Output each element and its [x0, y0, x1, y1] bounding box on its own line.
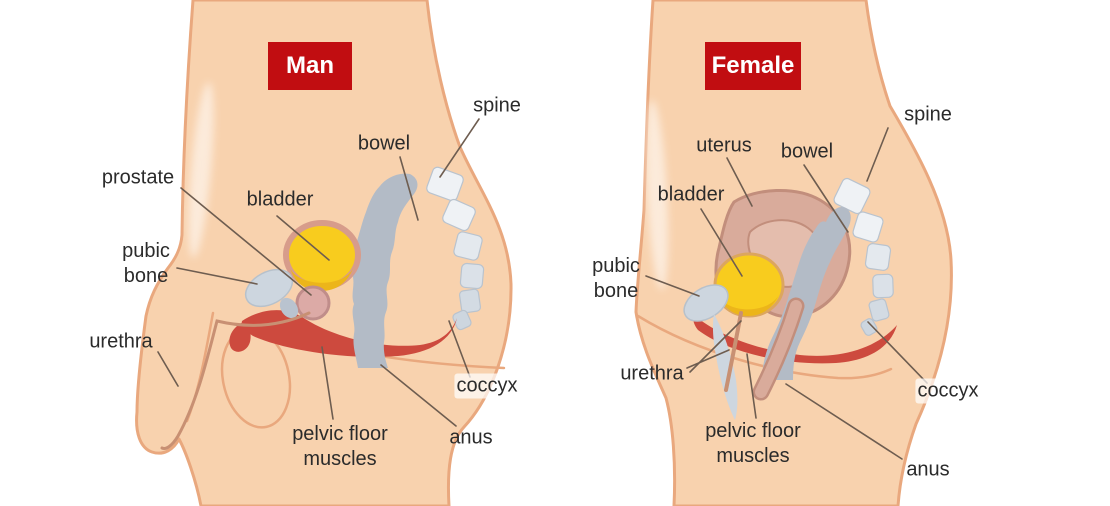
man-title-badge: Man — [268, 42, 352, 90]
man-prostate-shape — [295, 285, 331, 321]
female-hip-crease — [636, 314, 893, 380]
label-female-coccyx: coccyx — [915, 378, 981, 404]
man-coccyx-leader — [448, 320, 471, 378]
female-urethra-leader-2 — [689, 320, 742, 373]
man-urethra-leader — [157, 351, 179, 387]
man-bladder-shade — [290, 266, 354, 291]
man-pubic-bone-tail — [279, 297, 299, 319]
label-man-coccyx: coccyx — [454, 373, 520, 399]
man-belly-highlight — [188, 82, 214, 258]
man-pubic-bone-shape — [244, 268, 294, 308]
label-man-bowel: bowel — [357, 132, 411, 155]
label-man-spine: spine — [473, 94, 521, 117]
leader-lines — [157, 118, 928, 460]
label-man-bladder: bladder — [246, 188, 314, 211]
man-urethra-shape — [160, 311, 311, 450]
female-uterus-leader — [726, 157, 753, 207]
female-belly-highlight — [645, 100, 669, 290]
label-man-prostate: prostate — [101, 166, 175, 189]
female-bowel-leader — [803, 164, 849, 233]
man-anus-leader — [380, 364, 457, 427]
female-bladder-shape — [713, 252, 785, 318]
female-vagina-shape — [755, 300, 802, 398]
man-urethra-bulb-shape — [229, 322, 251, 352]
man-bowel-shape — [352, 173, 418, 368]
label-man-urethra: urethra — [89, 330, 153, 353]
female-urethra-shape — [724, 311, 743, 392]
female-figure — [634, 0, 953, 506]
female-bladder-shade — [719, 295, 779, 316]
label-female-uterus: uterus — [696, 134, 752, 157]
female-spine-leader — [866, 127, 889, 182]
label-female-urethra: urethra — [620, 362, 684, 385]
man-pubic-bone-leader — [176, 267, 258, 285]
man-pelvic-floor-shape — [241, 310, 457, 357]
female-urethra-leader-1 — [686, 349, 730, 369]
label-female-pubic-bone: pubic bone — [592, 255, 640, 302]
label-female-spine: spine — [904, 103, 952, 126]
man-prostate-leader — [180, 187, 312, 296]
man-spine-shape — [426, 166, 485, 331]
label-man-pubic-bone: pubic bone — [122, 240, 170, 287]
label-female-bowel: bowel — [780, 140, 834, 163]
female-pelvic-floor-shape — [693, 315, 897, 364]
label-female-bladder: bladder — [657, 183, 725, 206]
female-title-badge: Female — [705, 42, 801, 90]
label-female-pelvic-floor: pelvic floor muscles — [705, 420, 801, 467]
label-man-pelvic-floor: pelvic floor muscles — [292, 423, 388, 470]
female-pubic-bone-leader — [645, 275, 700, 297]
man-pelvic-floor-leader — [321, 346, 334, 420]
female-anus-leader — [785, 383, 903, 460]
female-bladder-leader — [700, 208, 743, 277]
man-bowel-leader — [399, 156, 419, 221]
female-coccyx-leader — [867, 321, 928, 384]
female-pubic-bone-tail — [712, 314, 738, 420]
man-spine-leader — [439, 118, 480, 178]
man-bladder-leader — [276, 215, 330, 261]
female-spine-shape — [833, 177, 894, 336]
female-pelvic-floor-leader — [746, 353, 757, 419]
label-man-anus: anus — [449, 426, 493, 449]
label-female-anus: anus — [906, 458, 950, 481]
